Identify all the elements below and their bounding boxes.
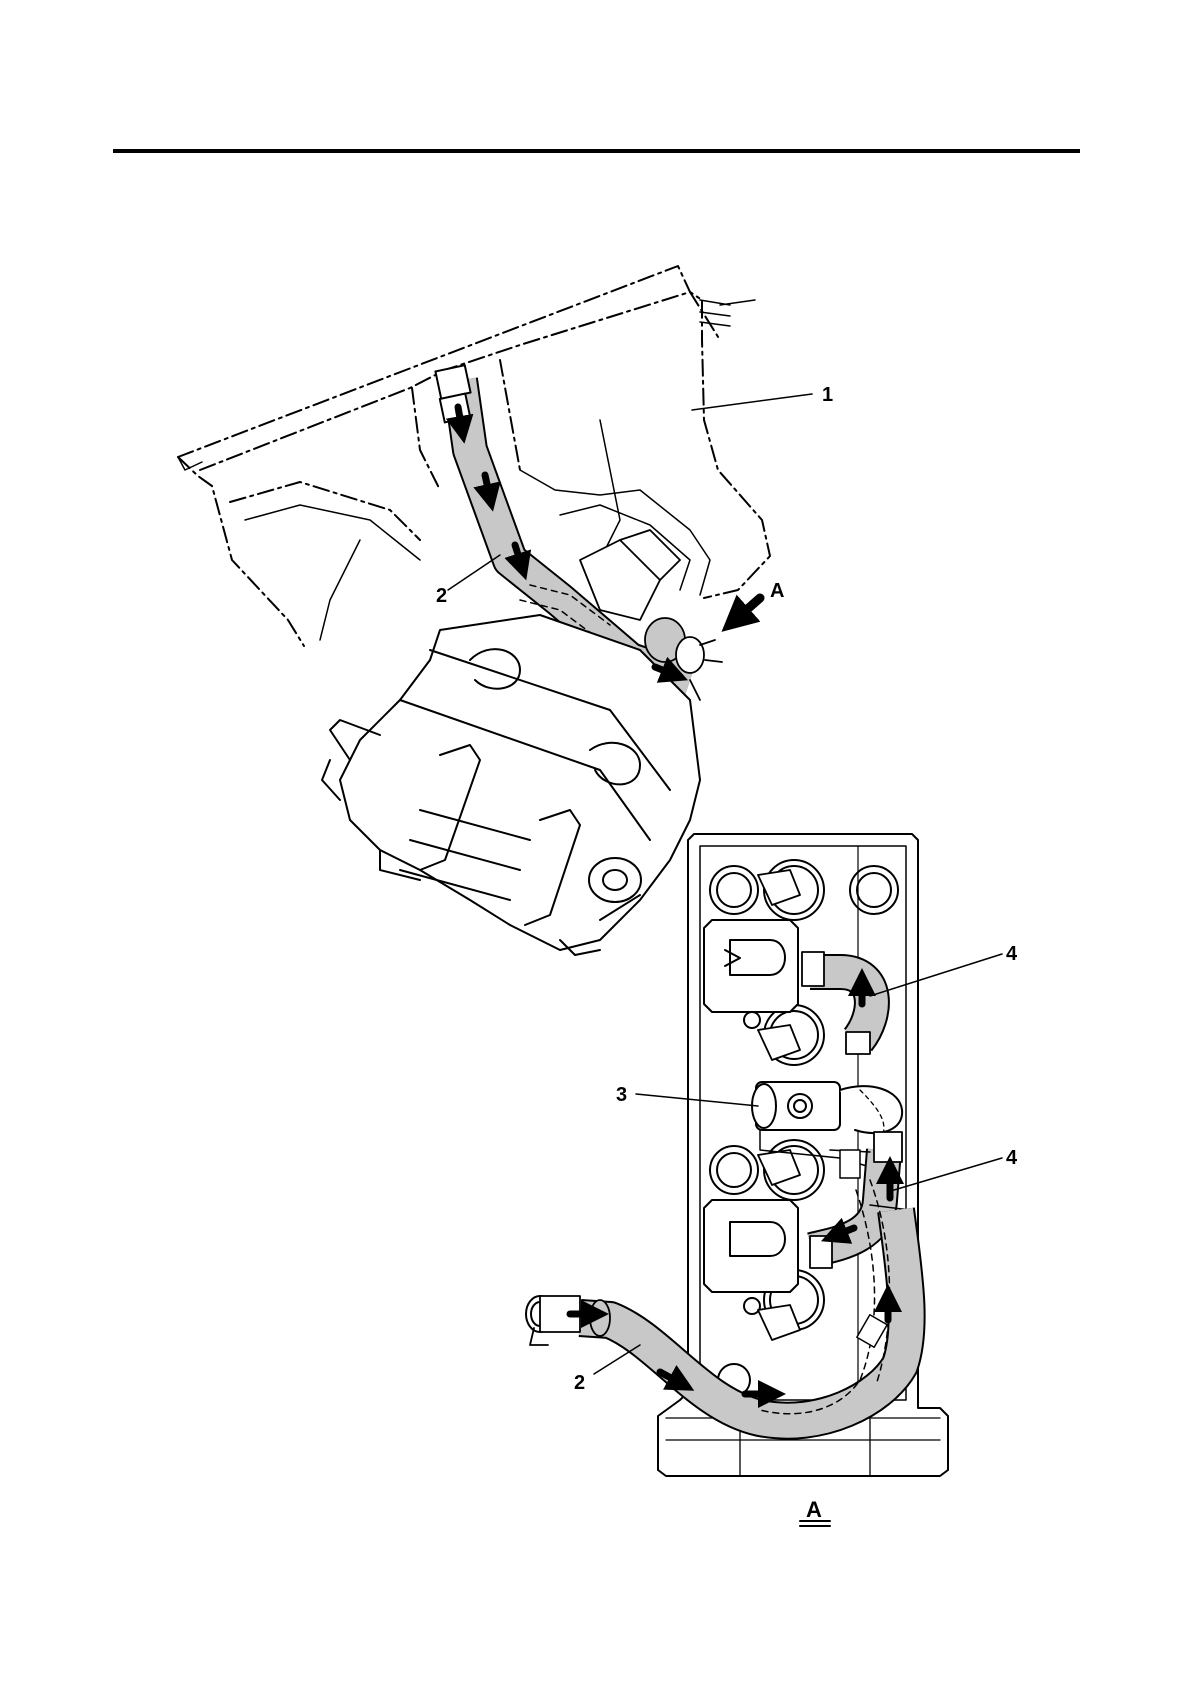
- callout-2-lower: 2: [574, 1372, 585, 1394]
- leader-line-2-lower: [594, 1345, 640, 1374]
- callout-4-lower: 4: [1006, 1147, 1018, 1169]
- view-a-direction-arrow: [735, 598, 760, 620]
- leader-line-2-upper: [448, 555, 500, 590]
- callout-4-upper: 4: [1006, 943, 1018, 965]
- leader-line-1: [692, 394, 812, 410]
- callout-3: 3: [616, 1084, 627, 1106]
- callout-1: 1: [822, 384, 833, 406]
- callout-view-a: A: [770, 580, 784, 602]
- view-a-title: A: [806, 1497, 822, 1522]
- cylinder-head: [322, 615, 700, 955]
- reed-valve-cover-upper: [704, 920, 798, 1028]
- callout-2-upper: 2: [436, 585, 447, 607]
